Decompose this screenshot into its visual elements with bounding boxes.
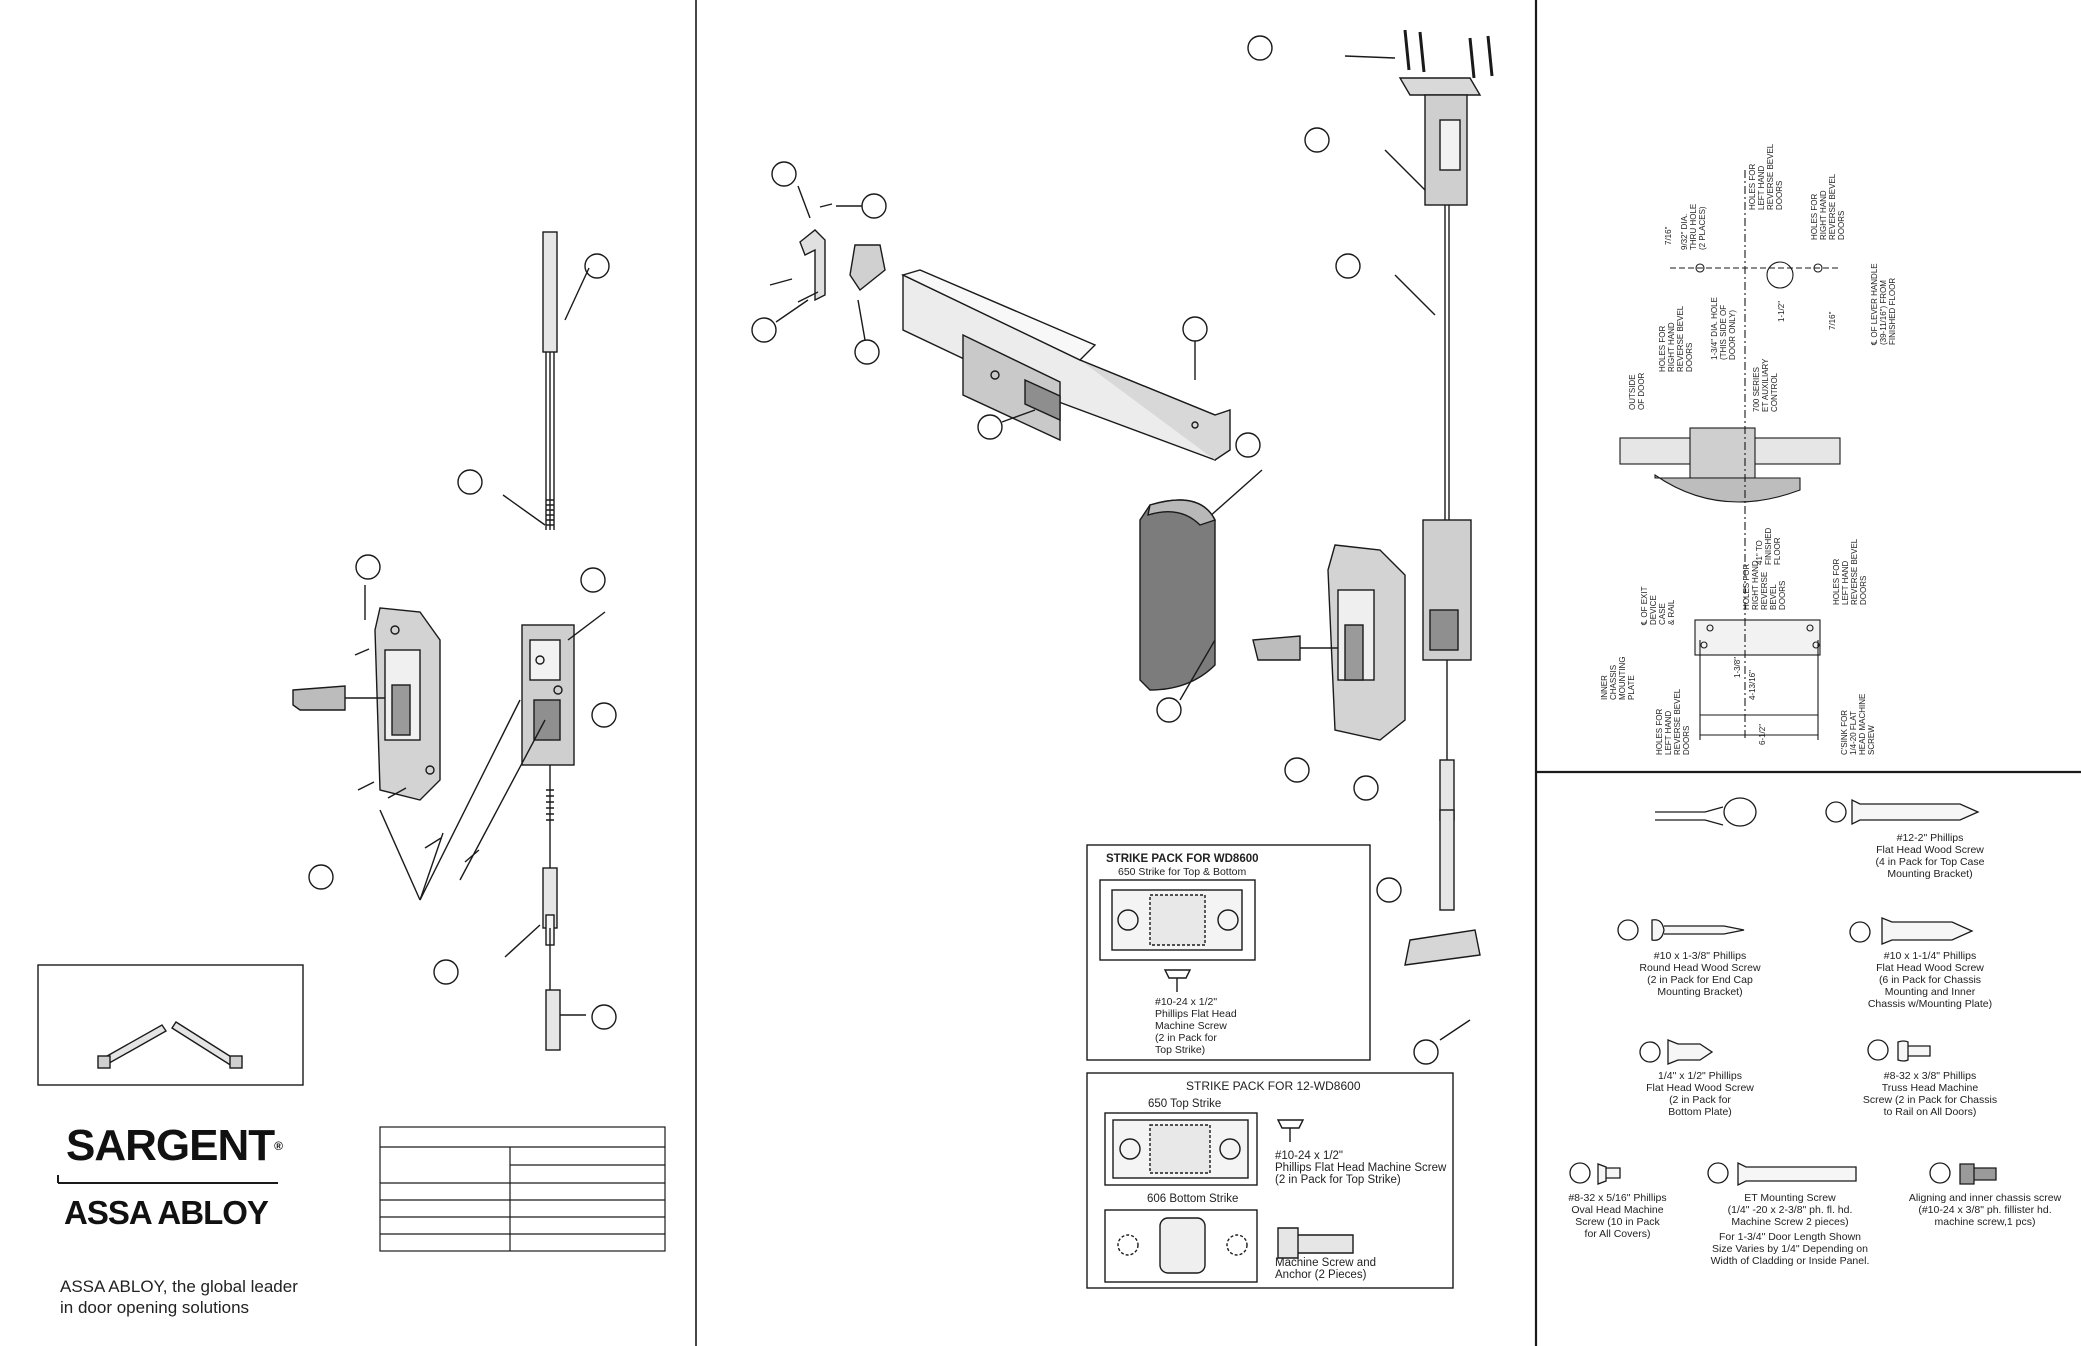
- sargent-logo: SARGENT®: [66, 1121, 283, 1170]
- template-inner-chassis-label: INNER CHASSIS MOUNTING PLATE: [1600, 656, 1636, 700]
- strike-wd8600-screw-1: #10-24 x 1/2": [1155, 996, 1218, 1008]
- template-rh-holes-mid-label: HOLES FOR RIGHT HAND REVERSE BEVEL DOORS: [1658, 305, 1694, 372]
- screw-8-38-label: #8-32 x 3/8" Phillips Truss Head Machine…: [1862, 1070, 1998, 1118]
- screw-10-114-label: #10 x 1-1/4" Phillips Flat Head Wood Scr…: [1867, 950, 1993, 1010]
- template-lh-holes-label: HOLES FOR LEFT HAND REVERSE BEVEL DOORS: [1748, 143, 1784, 210]
- template-lever-cl-label: ℄ OF LEVER HANDLE (39-11/16") FROM FINIS…: [1870, 263, 1897, 345]
- screw-8-516-label: #8-32 x 5/16" Phillips Oval Head Machine…: [1568, 1192, 1667, 1240]
- tagline-line-1: ASSA ABLOY, the global leader: [60, 1277, 298, 1296]
- strike-wd8600-screw-3: Machine Screw: [1155, 1020, 1227, 1032]
- left-chassis: [292, 607, 441, 801]
- strike-wd8600-screw-5: Top Strike): [1155, 1044, 1206, 1056]
- template-dim-716b: 7/16": [1828, 311, 1837, 330]
- strike-650-top-bottom: [1111, 889, 1243, 992]
- mounting-bracket: [751, 161, 887, 365]
- strike-650-top-bottom-outline: [1099, 879, 1256, 961]
- template-dim-4-1316: 4-13/16": [1748, 670, 1757, 700]
- sargent-logo-text: SARGENT: [66, 1121, 275, 1170]
- screw-10-138-label: #10 x 1-3/8" Phillips Round Head Wood Sc…: [1639, 950, 1761, 998]
- strike-650-top-screw-1: #10-24 x 1/2": [1275, 1150, 1344, 1162]
- strike-606-bottom: [1104, 1209, 1354, 1283]
- anchor-label-2: Anchor (2 Pieces): [1275, 1269, 1367, 1281]
- template-rh-holes-top-label: HOLES FOR RIGHT HAND REVERSE BEVEL DOORS: [1810, 173, 1846, 240]
- template-thru-hole-label: 9/32" DIA. THRU HOLE (2 PLACES): [1680, 203, 1707, 250]
- template-dim-1-38: 1-3/8": [1733, 656, 1742, 678]
- end-cap: [1139, 499, 1216, 723]
- screw-12-2-label: #12-2" Phillips Flat Head Wood Screw (4 …: [1875, 832, 1985, 880]
- strike-650-top: [1104, 1112, 1305, 1186]
- inset-rods: [97, 1021, 243, 1069]
- left-leaders: [354, 267, 606, 1016]
- info-table: [379, 1126, 666, 1252]
- tagline-line-2: in door opening solutions: [60, 1298, 250, 1317]
- left-callouts: [308, 253, 617, 1030]
- strike-650-top-screw-3: (2 in Pack for Top Strike): [1275, 1174, 1401, 1186]
- door-template-drawing: [1619, 170, 1841, 740]
- assa-abloy-logo: ASSA ABLOY: [64, 1194, 269, 1231]
- strike-12wd8600-title: STRIKE PACK FOR 12-WD8600: [1186, 1079, 1361, 1093]
- template-outside-label: OUTSIDE OF DOOR: [1628, 372, 1646, 410]
- inset-box: [37, 964, 304, 1086]
- push-rail: [901, 269, 1263, 526]
- template-csink-label: C'SINK FOR 1/4-20 FLAT HEAD MACHINE SCRE…: [1840, 693, 1876, 755]
- strike-pack-wd8600-box: [1086, 844, 1371, 1061]
- template-lh-holes-bottom-label: HOLES FOR LEFT HAND REVERSE BEVEL DOORS: [1655, 688, 1691, 755]
- et-screw-label: ET Mounting Screw (1/4" -20 x 2-3/8" ph.…: [1710, 1192, 1870, 1267]
- left-rod-assembly: [521, 231, 575, 1051]
- strike-650-top-label: 650 Top Strike: [1148, 1098, 1222, 1110]
- strike-wd8600-title: STRIKE PACK FOR WD8600: [1106, 853, 1259, 865]
- template-dim-6-12: 6-1/2": [1758, 723, 1767, 745]
- template-thru-hole-dia-label: 1-3/4" DIA. HOLE (THIS SIDE OF DOOR ONLY…: [1710, 297, 1737, 360]
- screw-14-12-label: 1/4" x 1/2" Phillips Flat Head Wood Scre…: [1646, 1070, 1754, 1118]
- template-exit-cl-label: ℄ OF EXIT DEVICE CASE & RAIL: [1640, 586, 1676, 625]
- mid-chassis: [1252, 544, 1406, 741]
- registered-mark: ®: [274, 1139, 283, 1153]
- strike-606-bottom-label: 606 Bottom Strike: [1147, 1193, 1239, 1205]
- strike-wd8600-screw-2: Phillips Flat Head: [1155, 1008, 1237, 1020]
- hardware-screws: [1569, 797, 1997, 1187]
- strike-wd8600-screw-4: (2 in Pack for: [1155, 1032, 1217, 1044]
- template-dim-112: 1-1/2": [1777, 300, 1786, 322]
- strike-650-top-screw-2: Phillips Flat Head Machine Screw: [1275, 1162, 1447, 1174]
- template-rh-holes-low-label: HOLES FOR RIGHT HAND REVERSE BEVEL DOORS: [1742, 560, 1787, 610]
- strike-wd8600-subtitle: 650 Strike for Top & Bottom: [1118, 866, 1247, 878]
- template-dim-716: 7/16": [1664, 226, 1673, 245]
- template-et-aux-label: 700 SERIES ET AUXILIARY CONTROL: [1752, 358, 1779, 412]
- chassis-screw-label: Aligning and inner chassis screw (#10-24…: [1908, 1192, 2062, 1228]
- right-rod-assembly: [1247, 29, 1494, 1065]
- strike-pack-12wd8600-box: [1086, 1072, 1454, 1289]
- anchor-label-1: Machine Screw and: [1275, 1257, 1376, 1269]
- template-lh-holes-low-label: HOLES FOR LEFT HAND REVERSE BEVEL DOORS: [1832, 538, 1868, 605]
